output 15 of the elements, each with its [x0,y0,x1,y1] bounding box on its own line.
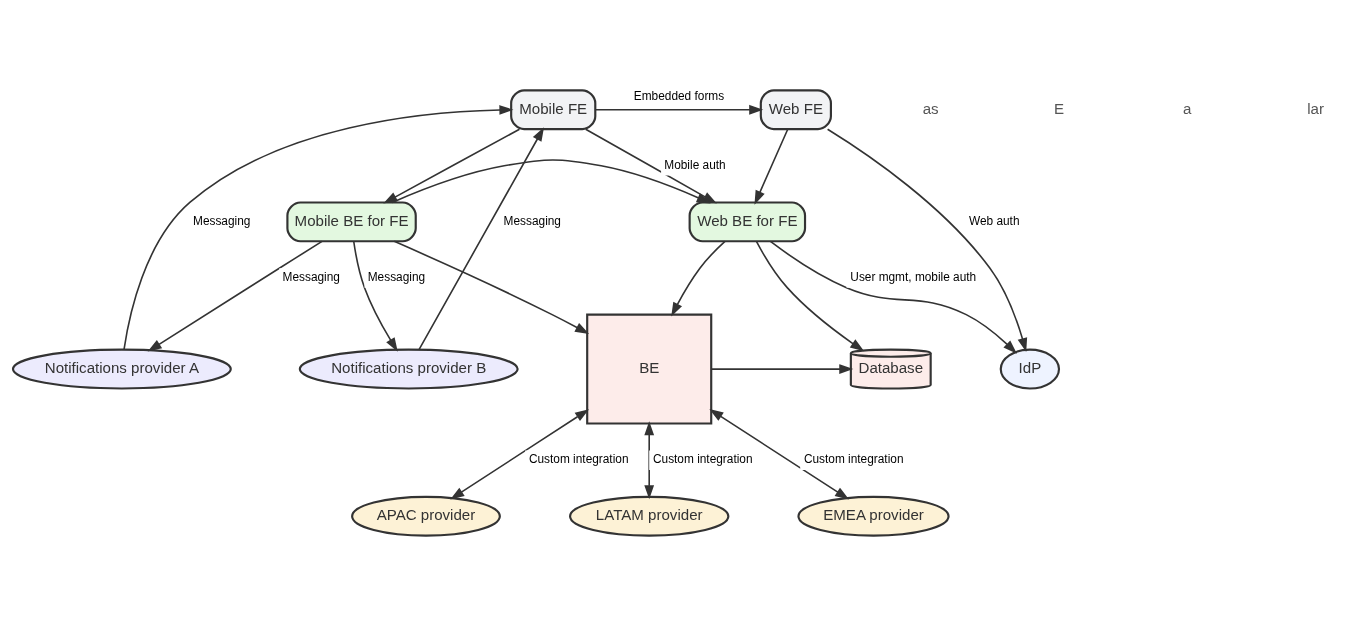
label: as [922,99,939,117]
edge-label: Messaging [282,269,340,284]
edge-label: Messaging [503,213,561,228]
edge-label: Custom integration [803,451,904,466]
edge-label: Web auth [968,213,1020,228]
label: a [1183,99,1192,117]
label: E [1053,99,1065,117]
edge-label: Custom integration [652,451,753,466]
edge-label: Messaging [193,213,251,228]
edge-label: Mobile auth [664,157,726,172]
edge-label: Messaging [367,269,426,284]
edge-label: Embedded forms [633,88,725,103]
edge-label: Custom integration [528,451,629,466]
label: lar [1307,99,1325,117]
edge-label: User mgmt, mobile auth [850,269,977,284]
